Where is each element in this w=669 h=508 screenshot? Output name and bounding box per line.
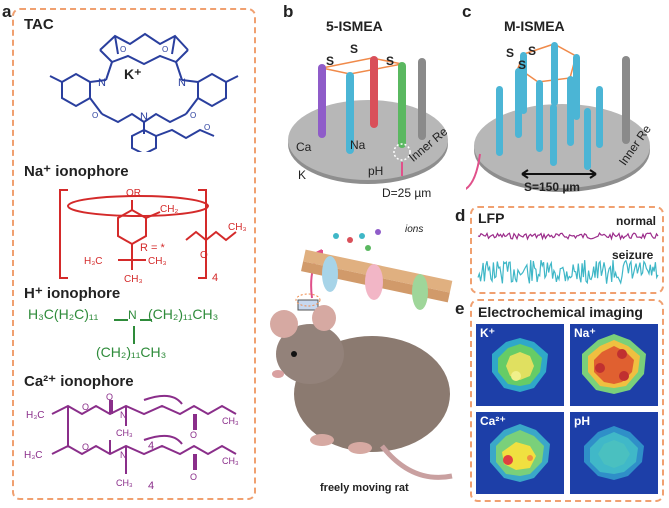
electrode-k-label: K [298, 168, 307, 182]
svg-text:O: O [82, 442, 89, 452]
svg-text:CH₃: CH₃ [116, 428, 133, 438]
svg-text:CH₃: CH₃ [222, 456, 239, 466]
panel-b-diameter: D=25 µm [382, 186, 432, 200]
panel-e-frame [470, 299, 664, 502]
h-ionophore-title: H⁺ ionophore [24, 285, 121, 302]
h-nitrogen: N [128, 308, 137, 322]
svg-text:O: O [190, 472, 197, 482]
svg-text:O: O [120, 45, 126, 54]
rat-illustration [270, 229, 453, 480]
na-ionophore-structure: OR CH₂ H₃C CH₃ CH₃ O CH₃ [59, 188, 247, 285]
svg-text:O: O [162, 45, 168, 54]
svg-text:N: N [98, 77, 106, 89]
map-k [476, 324, 564, 406]
lfp-traces [477, 231, 659, 285]
panel-letter-a: a [2, 2, 12, 21]
na-ionophore-title: Na⁺ ionophore [24, 163, 129, 180]
h-ionophore-bonds [114, 319, 152, 344]
map-na-label: Na⁺ [574, 326, 596, 340]
panel-letter-b: b [283, 2, 294, 21]
tac-ion-label: K⁺ [124, 66, 142, 82]
lfp-seizure-label: seizure [612, 248, 654, 262]
m-ismea-illustration [466, 42, 650, 192]
svg-text:CH₃: CH₃ [116, 478, 133, 488]
five-ismea-illustration [288, 56, 448, 184]
ca-sub2: 4 [148, 480, 155, 492]
map-ph-label: pH [574, 414, 590, 428]
tac-title: TAC [24, 16, 54, 33]
panel-c-spacing: S=150 µm [524, 180, 580, 194]
panel-c-s3: S [518, 58, 527, 72]
svg-text:CH₃: CH₃ [148, 256, 167, 267]
panel-d-title: LFP [478, 210, 505, 226]
svg-text:CH₃: CH₃ [228, 222, 247, 233]
svg-text:N: N [178, 77, 186, 89]
lfp-normal-label: normal [616, 214, 657, 228]
h-bottom-group: (CH₂)₁₁CH₃ [96, 344, 167, 360]
electrode-ca-label: Ca [296, 140, 312, 154]
panel-b-s-left: S [326, 54, 335, 68]
svg-text:O: O [190, 430, 197, 440]
svg-text:O: O [106, 392, 113, 402]
h-right-group: (CH₂)₁₁CH₃ [148, 306, 219, 322]
panel-c-s1: S [506, 46, 515, 60]
panel-b-title: 5-ISMEA [326, 18, 383, 34]
h-left-group: H₃C(H₂C)₁₁ [28, 306, 99, 322]
map-ca-label: Ca²⁺ [480, 414, 506, 428]
svg-text:CH₃: CH₃ [222, 416, 239, 426]
ca-ionophore-structure: H₃C H₃C O O O N N CH₃ CH₃ O O CH₃ CH₃ [24, 392, 239, 488]
lfp-seizure-trace [477, 259, 659, 285]
panel-letter-e: e [455, 299, 465, 318]
electrode-na-label: Na [350, 138, 366, 152]
panel-e-title: Electrochemical imaging [478, 304, 643, 320]
electrode-ph-label: pH [368, 164, 384, 178]
svg-text:N: N [120, 450, 127, 460]
svg-text:N: N [120, 410, 127, 420]
svg-text:OR: OR [126, 188, 141, 199]
na-r-label: R = * [140, 242, 165, 254]
svg-text:CH₂: CH₂ [160, 204, 178, 215]
na-subscript: 4 [212, 272, 219, 284]
svg-text:CH₃: CH₃ [124, 274, 143, 285]
map-na [570, 324, 658, 406]
panel-b-s-top: S [350, 42, 359, 56]
ca-sub1: 4 [148, 440, 155, 452]
panel-d-frame [470, 206, 664, 294]
map-ca [476, 412, 564, 494]
tac-structure: N N N O O O O O [49, 32, 239, 152]
svg-text:N: N [140, 111, 148, 123]
svg-text:H₃C: H₃C [26, 410, 45, 421]
panel-letter-d: d [455, 206, 466, 225]
svg-text:O: O [200, 250, 208, 261]
map-k-label: K⁺ [480, 326, 495, 340]
panel-letter-c: c [462, 2, 472, 21]
panel-a-frame [12, 8, 256, 500]
ions-label: ions [405, 224, 424, 235]
svg-text:O: O [92, 111, 98, 120]
svg-text:H₃C: H₃C [24, 450, 43, 461]
rat-caption: freely moving rat [320, 482, 409, 494]
ca-ionophore-title: Ca²⁺ ionophore [24, 373, 134, 390]
svg-text:H₃C: H₃C [84, 256, 103, 267]
svg-text:O: O [190, 111, 196, 120]
map-ph [570, 412, 658, 494]
svg-text:O: O [82, 402, 89, 412]
panel-b-s-right: S [386, 54, 395, 68]
panel-c-s2: S [528, 44, 537, 58]
svg-text:O: O [204, 123, 210, 132]
lfp-normal-trace [477, 231, 659, 241]
panel-c-title: M-ISMEA [504, 18, 565, 34]
